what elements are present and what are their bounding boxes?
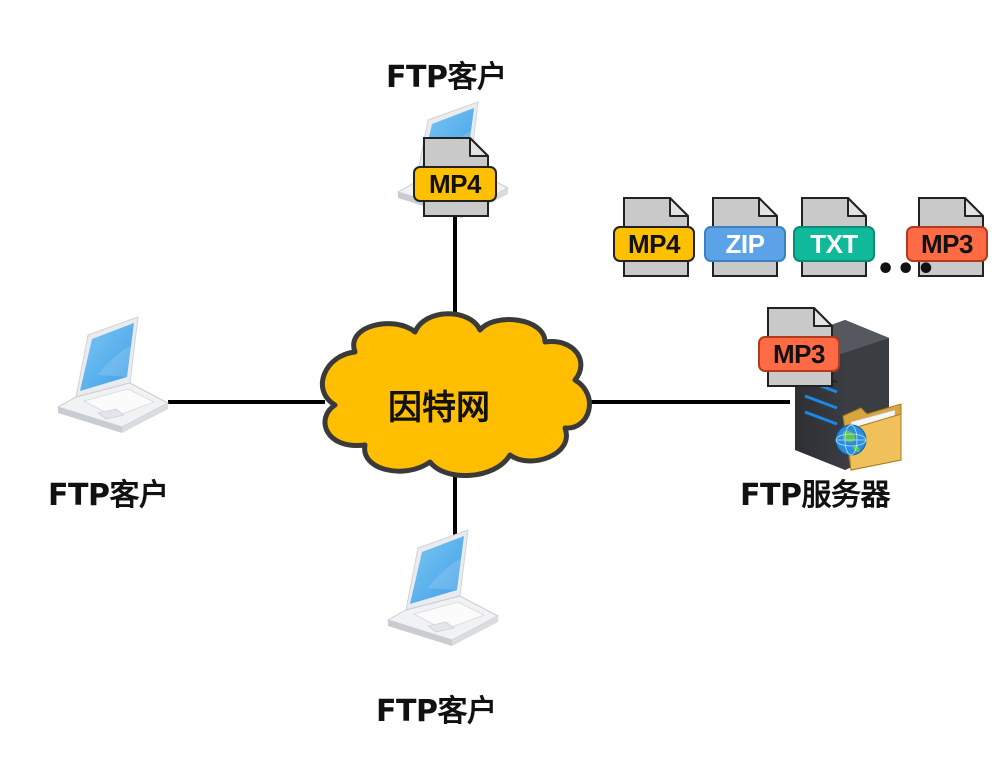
file-tag-mp4: MP4	[613, 226, 695, 262]
more-files-ellipsis: •••	[876, 252, 937, 287]
client-label-left: FTP客户	[48, 478, 169, 513]
file-tag-server: MP3	[758, 336, 840, 372]
laptop-icon-bottom	[387, 529, 499, 647]
internet-label: 因特网	[388, 388, 490, 428]
server-icon	[795, 320, 902, 471]
file-tag-zip: ZIP	[704, 226, 786, 262]
server-label: FTP服务器	[740, 478, 890, 513]
file-tag-mp3: MP3	[906, 226, 988, 262]
internet-cloud	[320, 311, 592, 479]
globe-icon	[835, 424, 867, 456]
file-tag-txt: TXT	[793, 226, 875, 262]
client-label-bottom: FTP客户	[376, 694, 497, 729]
file-tag-top-client: MP4	[413, 166, 497, 202]
laptop-icon-left	[57, 316, 169, 434]
client-label-top: FTP客户	[386, 60, 507, 95]
